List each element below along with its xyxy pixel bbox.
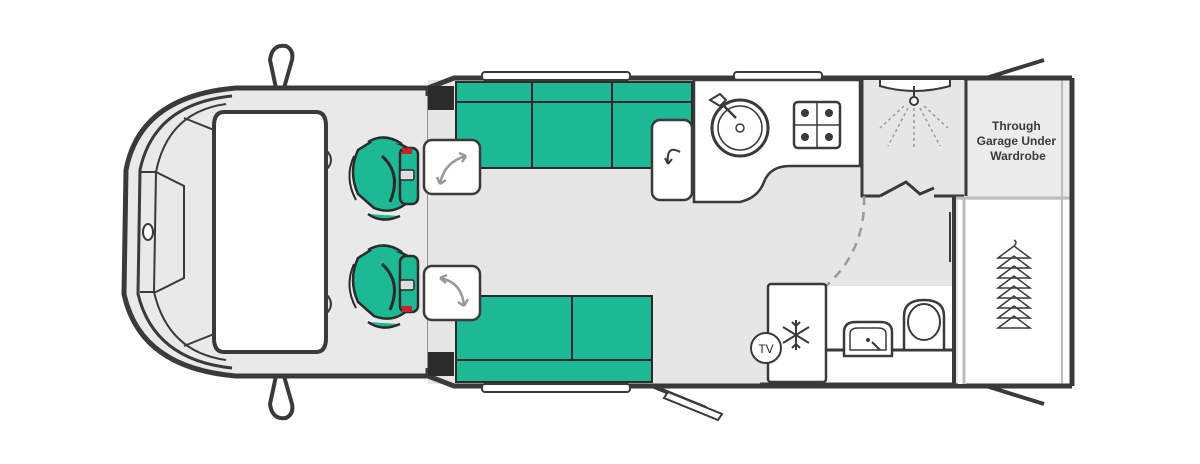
seatbelt-buckle (399, 169, 415, 181)
snowflake-icon (782, 320, 810, 350)
kitchen (650, 78, 862, 204)
passenger-seat (348, 244, 420, 329)
swivel-arrow-icon (439, 276, 466, 307)
left-mirror (268, 43, 295, 89)
side-bench (455, 295, 653, 383)
shower-door (879, 180, 935, 198)
swivel-indicator-top (422, 138, 482, 196)
fridge (766, 282, 828, 384)
garage: Through Garage Under Wardrobe (956, 75, 1075, 389)
washroom (760, 80, 964, 386)
seatbelt-buckle (399, 279, 415, 291)
window-top-1 (481, 71, 631, 81)
coat-hanger-icon (995, 239, 1033, 329)
window-bottom-1 (481, 383, 631, 393)
garage-label: Through Garage Under Wardrobe (977, 119, 1060, 163)
badge (142, 223, 154, 241)
swivel-indicator-bottom (422, 264, 482, 322)
windscreen (212, 110, 328, 354)
habitation-door (651, 384, 724, 422)
right-mirror (268, 375, 295, 421)
shower-head-icon (879, 86, 949, 150)
swivel-arrow-icon (438, 154, 467, 185)
rear-garage-door-top (985, 58, 1045, 80)
rear-facing-bench (455, 81, 693, 169)
basin-icon (842, 320, 894, 358)
door-swing (825, 195, 866, 287)
rear-garage-door-bottom (985, 384, 1045, 406)
driver-seat (348, 136, 420, 221)
swivel-arrow-icon (666, 148, 681, 165)
tv-point: TV (750, 332, 782, 364)
round-sink-icon (708, 92, 770, 158)
toilet-icon (902, 298, 946, 352)
cab (121, 43, 433, 421)
hob-icon (792, 100, 842, 150)
tv-label: TV (758, 342, 773, 356)
